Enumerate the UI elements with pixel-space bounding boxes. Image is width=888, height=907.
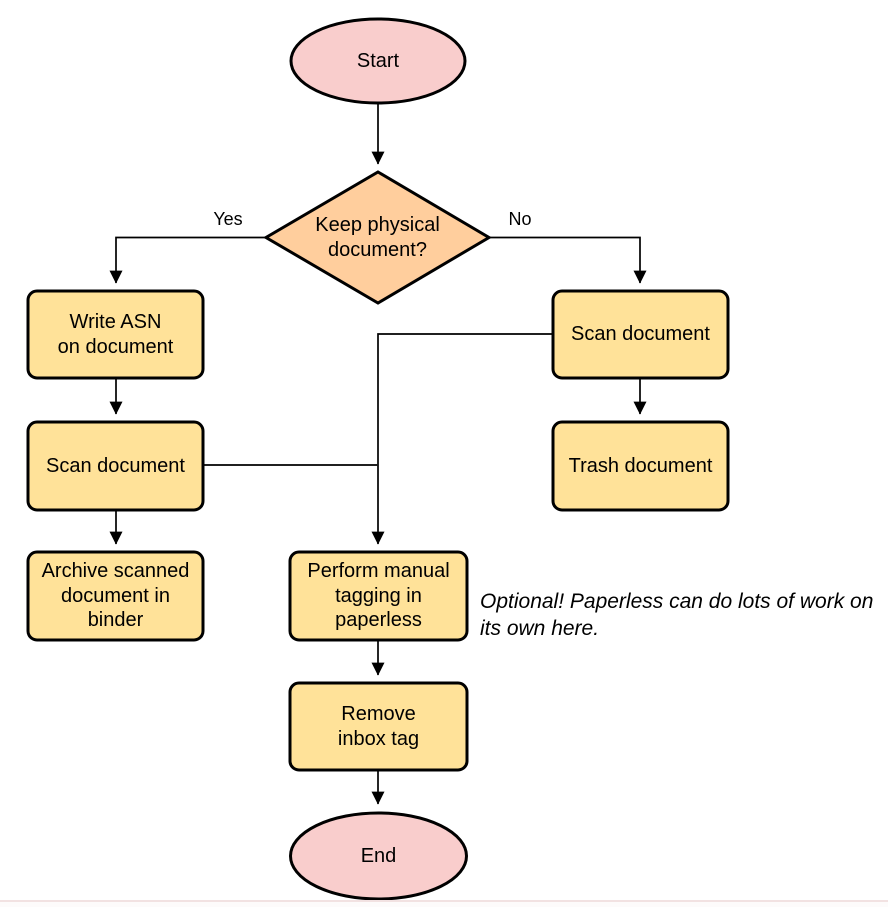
scan-document-right-node <box>551 289 730 380</box>
yes-branch-label: Yes <box>213 209 243 229</box>
bottom-strip <box>0 901 888 907</box>
no-branch-label: No <box>508 209 532 229</box>
scan-document-left-node <box>26 420 205 512</box>
manual-tagging-node <box>288 550 469 642</box>
edge-decision-yes-to-write-asn <box>109 236 265 284</box>
edge-decision-no-to-scan-right <box>490 236 647 284</box>
remove-inbox-tag-node <box>288 681 469 772</box>
archive-node <box>26 550 205 642</box>
start-node <box>289 17 467 105</box>
end-node <box>289 811 468 901</box>
decision-node <box>263 170 492 305</box>
trash-document-node <box>551 420 730 512</box>
bottom-divider <box>0 900 888 902</box>
write-asn-node <box>26 289 205 380</box>
edge-scan-right-to-tagging <box>371 333 553 545</box>
optional-annotation: Optional! Paperless can do lots of work … <box>480 590 874 640</box>
